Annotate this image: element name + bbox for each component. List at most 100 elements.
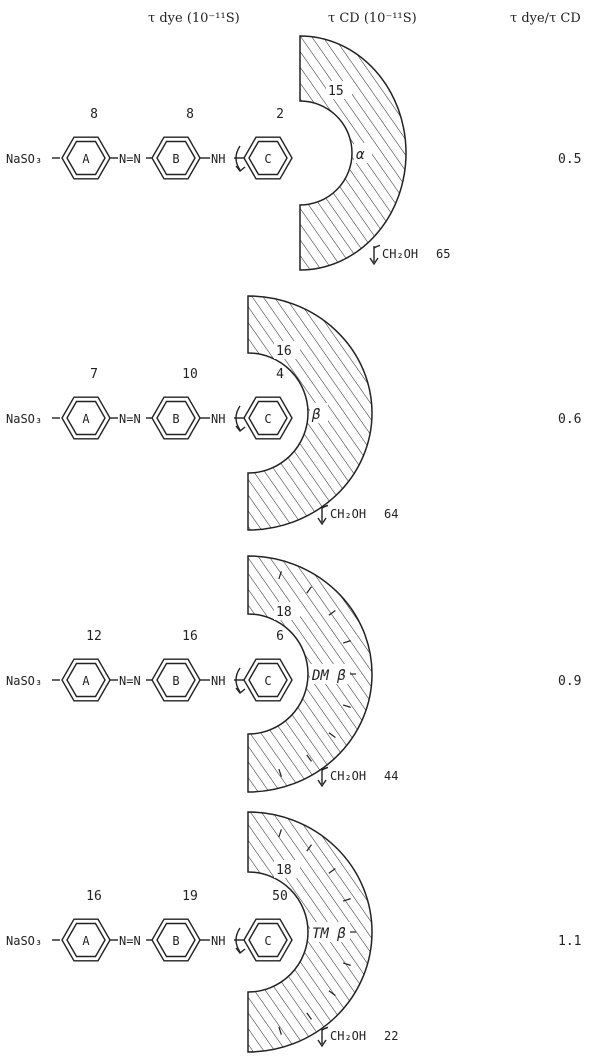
sulfonate-group: NaSO₃ [6,934,42,948]
ring-b-label: B [172,152,179,166]
amine-group: NH [211,934,225,948]
methyl-tick [278,768,282,777]
tau-dye-a: 8 [90,107,98,122]
ch2oh-bg [328,504,376,522]
cd-tau-value: 15 [328,84,344,99]
ch2oh-label: CH₂OH [382,247,418,261]
tau-dye-a: 7 [90,367,98,382]
ring-c-inner [248,400,288,436]
ring-a [61,136,111,180]
tau-dye-c: 2 [276,107,284,122]
methyl-tick [306,754,312,762]
ring-c-label: C [264,152,271,166]
azo-group: N=N [119,412,141,426]
ring-rotation-arrow [235,145,241,171]
cd-tau-bg [326,81,352,99]
methyl-tick [306,586,312,594]
ring-a-inner [66,662,106,698]
ch2oh-tau-value: 22 [384,1029,398,1043]
ring-a-label: A [82,152,90,166]
ring-a-inner [66,140,106,176]
cd-label-bg [310,403,328,423]
tau-dye-c: 6 [276,629,284,644]
ring-c-inner [248,662,288,698]
tau-dye-b: 19 [182,889,198,904]
methyl-tick [306,1012,312,1020]
rotation-arrow-head [317,517,327,526]
ring-a-label: A [82,674,90,688]
methyl-tick [342,962,351,966]
cd-tau-value: 16 [276,344,292,359]
methyl-tick [342,640,351,644]
cd-label-bg [354,143,372,163]
rotation-arrow-head [317,779,327,788]
amine-group: NH [211,412,225,426]
methyl-tick [328,868,336,874]
ring-b-label: B [172,674,179,688]
header-tau-cd: τ CD (10⁻¹¹S) [328,11,417,26]
methyl-tick [328,610,336,616]
azo-group: N=N [119,934,141,948]
methyl-tick [278,1026,282,1035]
amine-group: NH [211,152,225,166]
cd-label-bg [310,664,350,684]
ring-c-label: C [264,674,271,688]
ring-rotation-arrow [235,405,241,431]
ring-c-inner [248,140,288,176]
ring-a [61,918,111,962]
ring-c-inner [248,922,288,958]
rotation-arrow-head [369,257,379,266]
ch2oh-label: CH₂OH [330,1029,366,1043]
methyl-tick [328,732,336,738]
methyl-tick [328,990,336,996]
ch2oh-label: CH₂OH [330,507,366,521]
ch2oh-bg [380,244,428,262]
ring-a [61,396,111,440]
ring-rotation-arrow-head [235,947,246,954]
ratio-value: 1.1 [558,934,581,949]
ring-c-label: C [264,412,271,426]
tau-dye-b: 8 [186,107,194,122]
ch2oh-tau-value: 65 [436,247,450,261]
ring-a-label: A [82,934,90,948]
header-ratio: τ dye/τ CD [510,11,581,26]
ring-rotation-arrow [235,927,241,953]
header-tau-dye: τ dye (10⁻¹¹S) [148,11,240,26]
tau-dye-c: 4 [276,367,284,382]
ring-rotation-arrow [235,667,241,693]
ring-a-label: A [82,412,90,426]
ring-b-inner [156,400,196,436]
methyl-tick [278,571,282,580]
ch2oh-tau-value: 64 [384,507,398,521]
cyclodextrin-shape [299,35,407,271]
sulfonate-group: NaSO₃ [6,674,42,688]
tau-dye-b: 16 [182,629,198,644]
ring-b-inner [156,922,196,958]
amine-group: NH [211,674,225,688]
ratio-value: 0.6 [558,412,581,427]
ring-b-inner [156,662,196,698]
ring-c-label: C [264,934,271,948]
cd-tau-bg [274,860,300,878]
ratio-value: 0.5 [558,152,581,167]
cd-tau-value: 18 [276,605,292,620]
ch2oh-tau-value: 44 [384,769,398,783]
sulfonate-group: NaSO₃ [6,412,42,426]
tau-dye-b: 10 [182,367,198,382]
cd-label: DM β [311,668,346,684]
ch2oh-bg [328,766,376,784]
ring-b-inner [156,140,196,176]
ch2oh-bg [328,1026,376,1044]
cd-label: TM β [312,926,346,942]
cd-label-bg [310,922,350,942]
cd-tau-value: 18 [276,863,292,878]
ring-rotation-arrow-head [235,165,246,172]
ch2oh-label: CH₂OH [330,769,366,783]
tau-dye-c: 50 [272,889,288,904]
tau-dye-a: 12 [86,629,102,644]
